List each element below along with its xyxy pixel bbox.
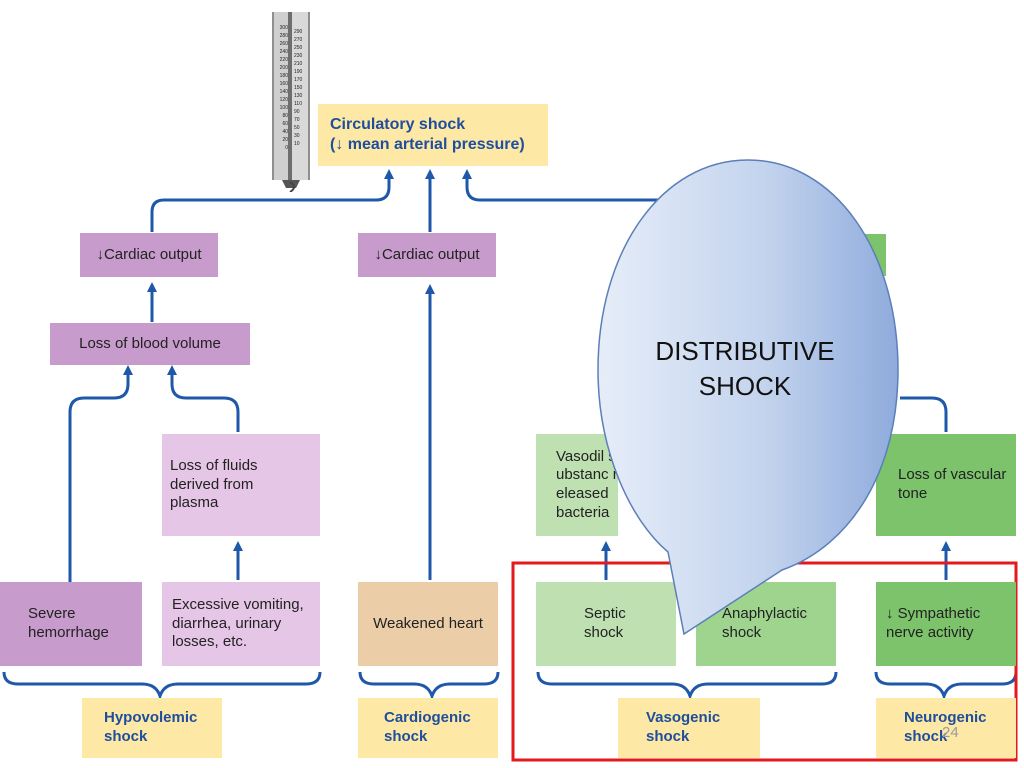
severe-hemorrhage-box: Severe hemorrhage bbox=[0, 582, 142, 666]
gauge-tick-label: 10 bbox=[294, 141, 300, 147]
loss-of-fluids-box: Loss of fluids derived from plasma bbox=[162, 434, 320, 536]
gauge-tick-label: 160 bbox=[279, 81, 288, 87]
gauge-tick-label: 50 bbox=[294, 125, 300, 131]
mean-arterial-pressure-label: (↓ mean arterial pressure) bbox=[330, 136, 525, 153]
vasodilator-substances-box: Vasodil substanc released bacteria bbox=[536, 434, 618, 536]
hypovolemic-shock-label: Hypovolemic shock bbox=[82, 698, 222, 758]
cardiogenic-cardiac-output-box: ↓Cardiac output bbox=[358, 233, 496, 277]
vasogenic-shock-label: Vasogenic shock bbox=[618, 698, 760, 758]
gauge-tick-label: 80 bbox=[282, 113, 288, 119]
excessive-vomiting-box: Excessive vomiting, diarrhea, urinary lo… bbox=[162, 582, 320, 666]
gauge-tick-label: 170 bbox=[294, 77, 303, 83]
gauge-tick-label: 240 bbox=[279, 49, 288, 55]
septic-shock-box: Septic shock bbox=[536, 582, 676, 666]
slide-number: 24 bbox=[942, 724, 959, 741]
gauge-tick-label: 260 bbox=[279, 41, 288, 47]
gauge-right-scale: 290 270 250 230 210 190 170 150 130 110 90 70 50 30 10 bbox=[294, 28, 308, 148]
callout-line-2: SHOCK bbox=[698, 371, 792, 402]
gauge-tick-label: 20 bbox=[282, 137, 288, 143]
gauge-tick-label: 130 bbox=[294, 93, 303, 99]
gauge-tick-label: 200 bbox=[279, 65, 288, 71]
gauge-tick-label: 250 bbox=[294, 45, 303, 51]
callout-line-1: DISTRIBUTIVE bbox=[655, 336, 835, 366]
gauge-tick-label: 210 bbox=[294, 61, 303, 67]
neurogenic-shock-label: Neurogenic shock bbox=[876, 698, 1016, 758]
hypovolemic-cardiac-output-box: ↓Cardiac output bbox=[80, 233, 218, 277]
gauge-tick-label: 150 bbox=[294, 85, 303, 91]
gauge-tick-label: 280 bbox=[279, 33, 288, 39]
pressure-gauge-icon bbox=[270, 12, 312, 193]
gauge-tick-label: 140 bbox=[279, 89, 288, 95]
gauge-tick-label: 70 bbox=[294, 117, 300, 123]
gauge-tick-label: 230 bbox=[294, 53, 303, 59]
gauge-tick-label: 300 bbox=[279, 25, 288, 31]
gauge-tick-label: 270 bbox=[294, 37, 303, 43]
gauge-tick-label: 90 bbox=[294, 109, 300, 115]
gauge-tick-label: 190 bbox=[294, 69, 303, 75]
gauge-tick-label: 30 bbox=[294, 133, 300, 139]
circulatory-shock-title: Circulatory shock bbox=[330, 116, 466, 133]
gauge-tick-label: 180 bbox=[279, 73, 288, 79]
circulatory-shock-box: Circulatory shock (↓ mean arterial press… bbox=[318, 104, 548, 166]
gauge-tick-label: 290 bbox=[294, 29, 303, 35]
gauge-tick-label: 60 bbox=[282, 121, 288, 127]
sympathetic-nerve-activity-box: ↓ Sympathetic nerve activity bbox=[876, 582, 1016, 666]
gauge-tick-label: 100 bbox=[279, 105, 288, 111]
gauge-tick-label: 40 bbox=[282, 129, 288, 135]
weakened-heart-box: Weakened heart bbox=[358, 582, 498, 666]
loss-of-blood-volume-box: Loss of blood volume bbox=[50, 323, 250, 365]
loss-of-vascular-tone-box: Loss of vascular tone bbox=[876, 434, 1016, 536]
cardiogenic-shock-label: Cardiogenic shock bbox=[358, 698, 498, 758]
gauge-tick-label: 110 bbox=[294, 101, 302, 107]
gauge-tick-label: 120 bbox=[279, 97, 288, 103]
gauge-tick-label: 220 bbox=[279, 57, 288, 63]
distributive-shock-text: DISTRIBUTIVE SHOCK bbox=[620, 334, 870, 404]
gauge-tick-label: 0 bbox=[285, 145, 288, 151]
